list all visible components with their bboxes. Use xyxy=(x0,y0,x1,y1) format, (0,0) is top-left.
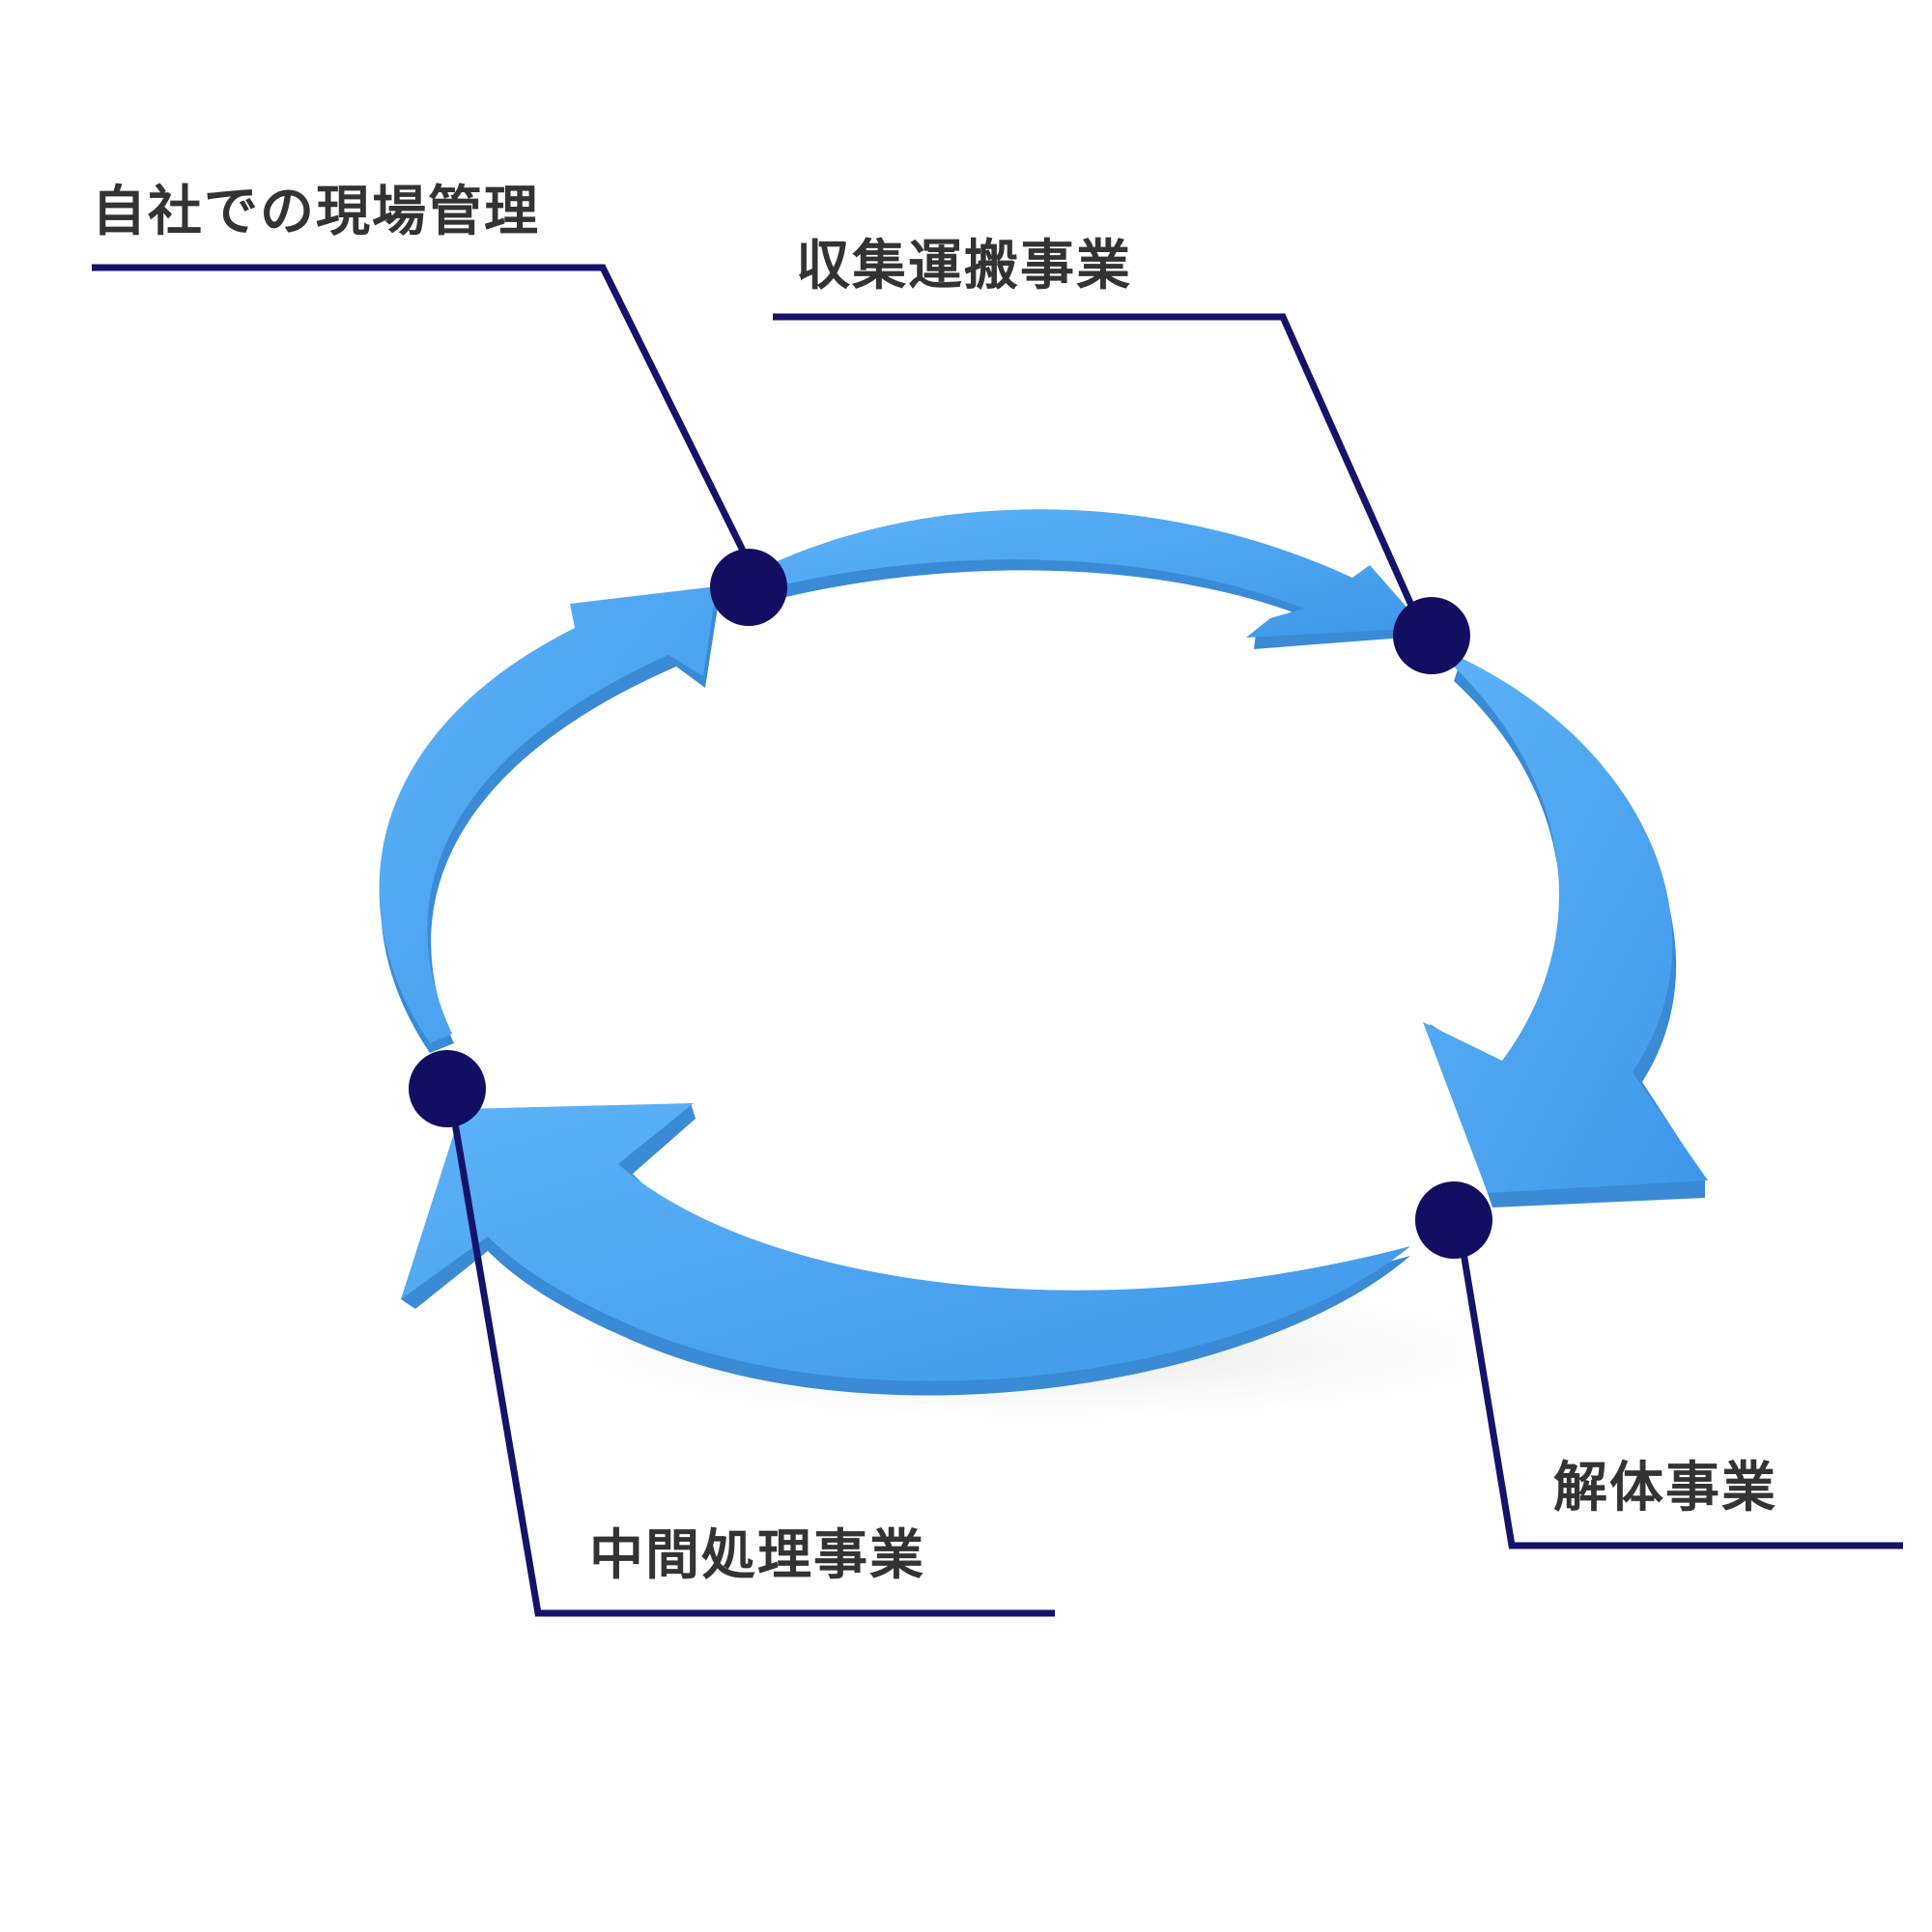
callout-line-intermediate xyxy=(445,1088,1055,1617)
label-onsite-management: 自社での現場管理 xyxy=(92,181,540,243)
arrow-top-icon xyxy=(758,509,1430,649)
arrow-left-icon xyxy=(379,586,720,1053)
marker-dot-intermediate xyxy=(409,1050,486,1127)
marker-dot-demolition xyxy=(1415,1181,1492,1259)
label-intermediate-processing: 中間処理事業 xyxy=(589,1524,925,1587)
callout-line-collection xyxy=(773,313,1429,638)
arrow-right-icon xyxy=(1423,657,1708,1208)
arrow-bottom-icon xyxy=(401,1103,1410,1396)
label-collection-transport: 収集運搬事業 xyxy=(796,235,1132,298)
callout-line-onsite xyxy=(92,264,753,564)
marker-dot-onsite xyxy=(710,549,787,626)
marker-dot-collection xyxy=(1393,597,1470,674)
callout-line-demolition xyxy=(1454,1216,1903,1549)
label-demolition: 解体事業 xyxy=(1553,1457,1777,1520)
